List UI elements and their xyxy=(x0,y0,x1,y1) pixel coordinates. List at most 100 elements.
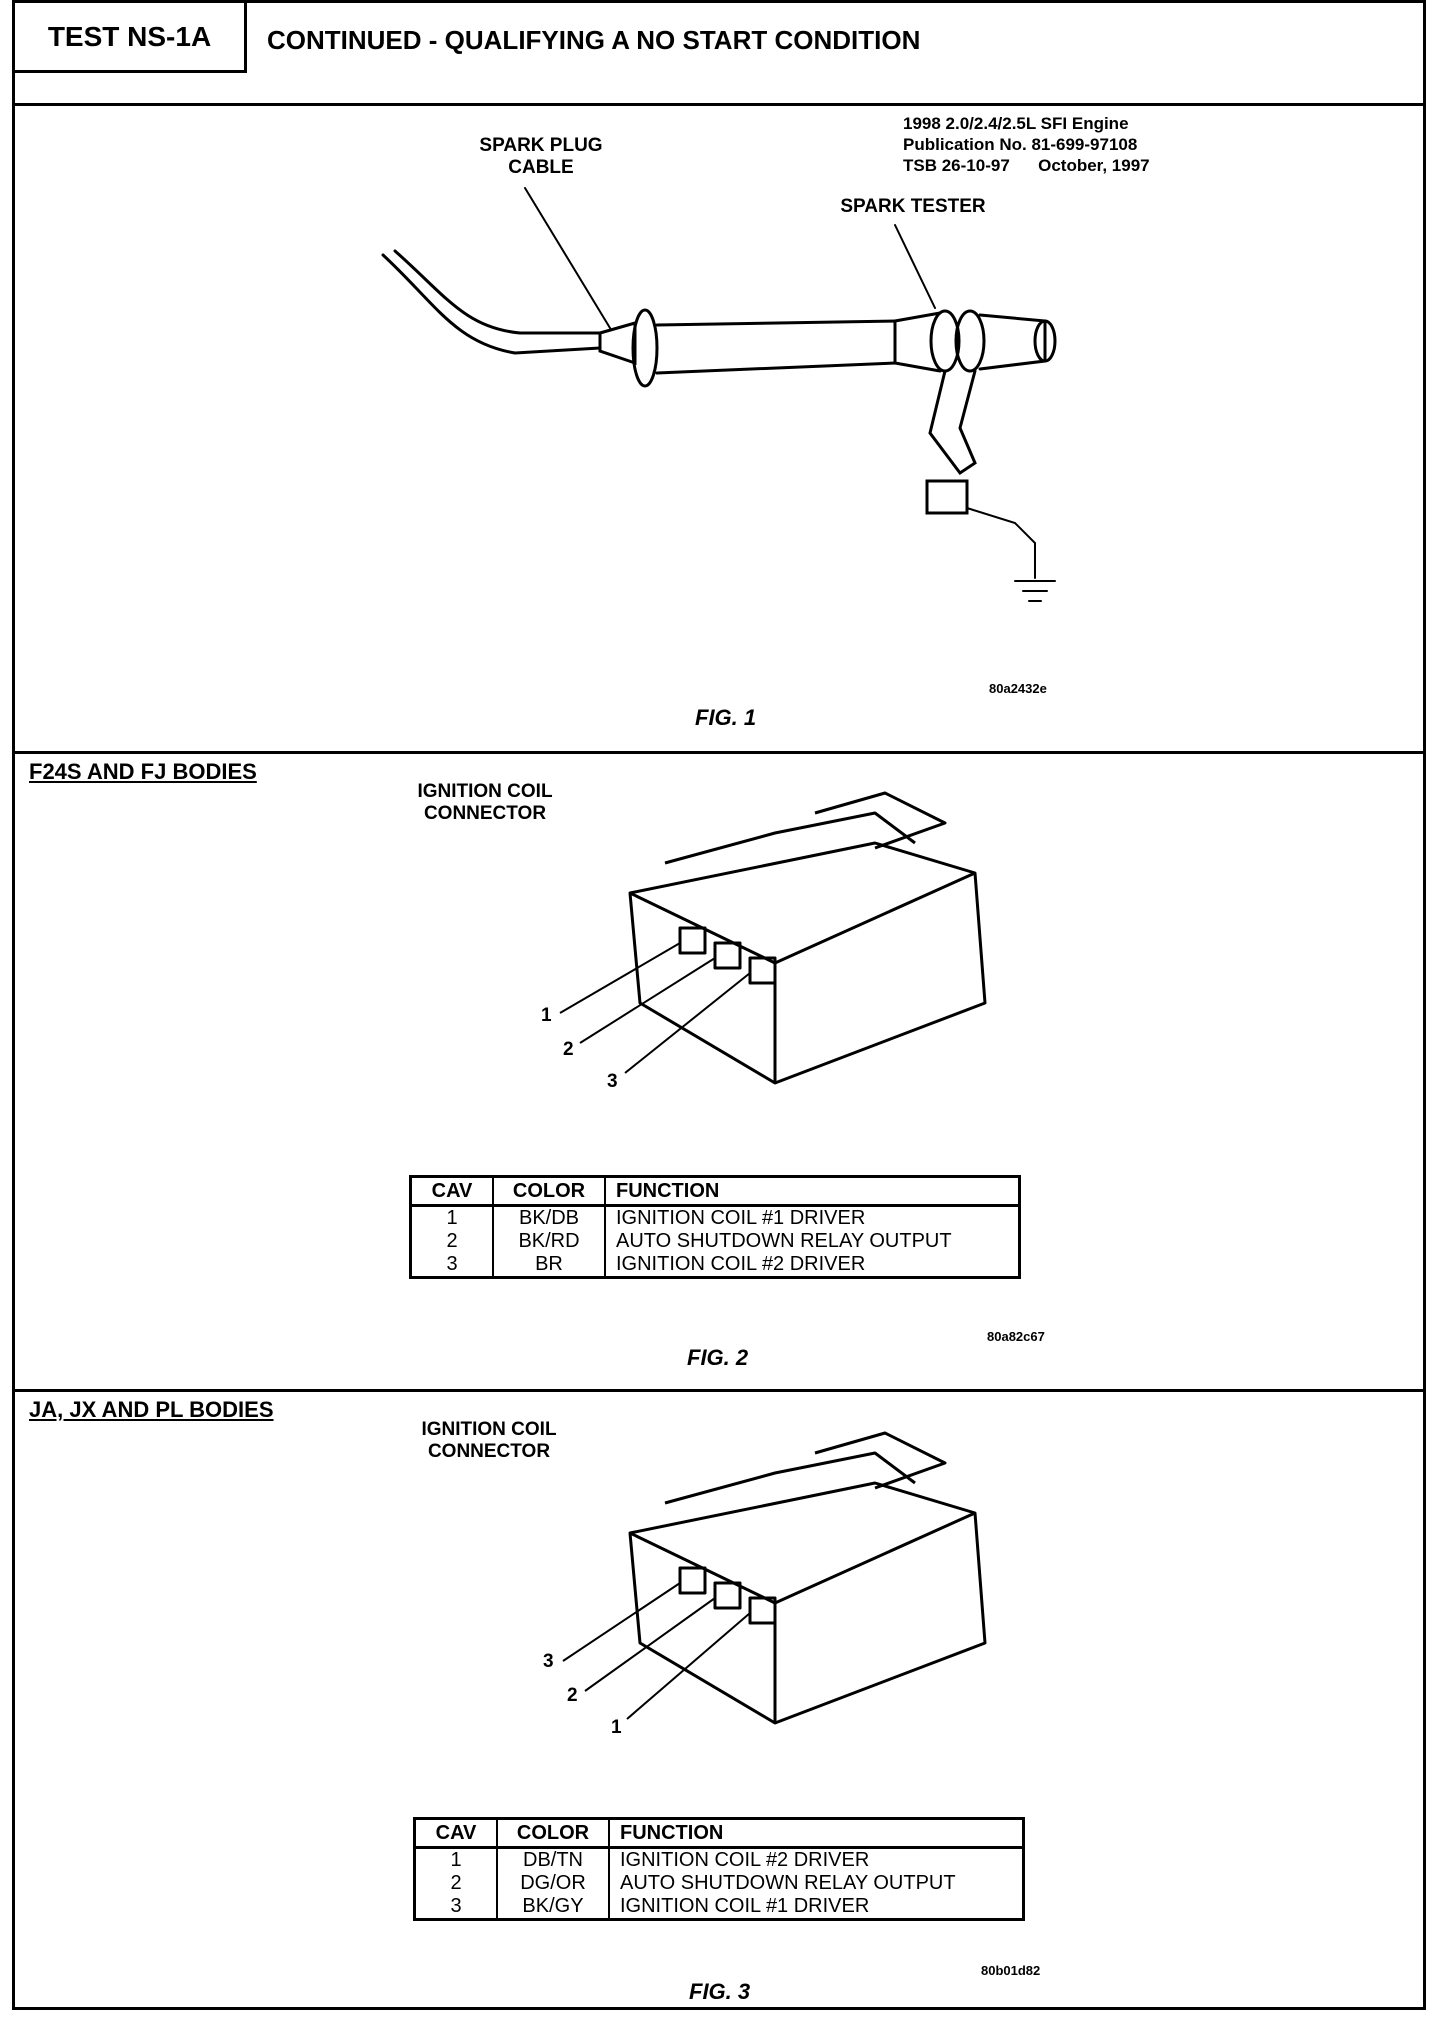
col-color: COLOR xyxy=(496,1817,610,1849)
col-color: COLOR xyxy=(492,1175,606,1207)
connector-latch xyxy=(814,1431,947,1490)
connector-top xyxy=(664,811,916,865)
header: TEST NS-1A CONTINUED - QUALIFYING A NO S… xyxy=(15,3,1423,73)
cell-function: IGNITION COIL #2 DRIVER xyxy=(608,1847,1025,1872)
fig3-connector-label: IGNITION COIL CONNECTOR xyxy=(399,1419,579,1463)
cell-function: AUTO SHUTDOWN RELAY OUTPUT xyxy=(604,1230,1021,1253)
header-divider xyxy=(15,103,1423,106)
fig3-pin-label: 3 xyxy=(543,1651,554,1672)
tester-end xyxy=(1033,319,1057,363)
col-cav: CAV xyxy=(409,1175,494,1207)
table-row: 2 BK/RD AUTO SHUTDOWN RELAY OUTPUT xyxy=(409,1230,1021,1253)
fig3-pin-label: 1 xyxy=(611,1717,622,1738)
fig3-pin-label: 2 xyxy=(567,1685,578,1706)
cell-cav: 3 xyxy=(413,1895,498,1920)
cable-leader-line xyxy=(524,187,611,329)
pin-3-leader xyxy=(624,972,751,1074)
cell-function: IGNITION COIL #1 DRIVER xyxy=(608,1895,1025,1920)
cell-color: BR xyxy=(492,1253,606,1278)
cell-color: BK/DB xyxy=(492,1205,606,1230)
spark-plug-cable-edge xyxy=(393,249,602,335)
cavity-3 xyxy=(678,1566,707,1595)
test-id: TEST NS-1A xyxy=(47,20,212,52)
fig1-image-code: 80a2432e xyxy=(989,681,1047,696)
label-line: CONNECTOR xyxy=(427,1441,551,1462)
table-row: 1 DB/TN IGNITION COIL #2 DRIVER xyxy=(413,1847,1025,1872)
fig3-connector-illustration xyxy=(562,1431,987,1725)
label-line: IGNITION COIL xyxy=(417,781,553,802)
page-title: CONTINUED - QUALIFYING A NO START CONDIT… xyxy=(267,25,921,55)
label-line: CABLE xyxy=(508,157,574,178)
cavity-3 xyxy=(748,956,777,985)
table-row: 1 BK/DB IGNITION COIL #1 DRIVER xyxy=(409,1205,1021,1230)
col-function: FUNCTION xyxy=(608,1817,1025,1849)
fig2-caption: FIG. 2 xyxy=(687,1345,749,1370)
label-line: CONNECTOR xyxy=(423,803,547,824)
page-frame: TEST NS-1A CONTINUED - QUALIFYING A NO S… xyxy=(12,0,1426,2010)
connector-top xyxy=(664,1451,916,1505)
tester-ring-2 xyxy=(954,309,986,373)
table-row: 3 BK/GY IGNITION COIL #1 DRIVER xyxy=(413,1895,1025,1920)
fig2-pin-label: 3 xyxy=(607,1071,618,1092)
fig2-cavity-table: CAV COLOR FUNCTION 1 BK/DB IGNITION COIL… xyxy=(409,1175,1021,1279)
spark-tester-label: SPARK TESTER xyxy=(840,196,986,217)
connector-body xyxy=(628,1481,987,1725)
cell-cav: 1 xyxy=(409,1205,494,1230)
pub-line-engine: 1998 2.0/2.4/2.5L SFI Engine xyxy=(903,114,1129,133)
table-row: 3 BR IGNITION COIL #2 DRIVER xyxy=(409,1253,1021,1278)
fig3-caption: FIG. 3 xyxy=(689,1979,751,2004)
test-id-box: TEST NS-1A xyxy=(15,3,247,73)
fig3-image-code: 80b01d82 xyxy=(981,1963,1041,1978)
table-header-row: CAV COLOR FUNCTION xyxy=(409,1175,1021,1207)
pub-line-tsb: TSB 26-10-97 October, 1997 xyxy=(903,156,1150,175)
cell-function: AUTO SHUTDOWN RELAY OUTPUT xyxy=(608,1872,1025,1895)
boot-body xyxy=(655,319,897,375)
label-line: SPARK PLUG xyxy=(479,135,603,156)
clip-jaw xyxy=(925,479,969,515)
spark-tester-illustration xyxy=(381,187,1057,602)
col-function: FUNCTION xyxy=(604,1175,1021,1207)
ground-wire xyxy=(966,507,1036,579)
fig2-section-title: F24S AND FJ BODIES xyxy=(29,759,257,784)
cavity-1 xyxy=(748,1596,777,1625)
boot-flange xyxy=(631,308,659,388)
spark-plug-cable xyxy=(381,253,602,355)
pin-2-leader xyxy=(579,957,716,1044)
cavity-1 xyxy=(678,926,707,955)
fig1-divider xyxy=(15,751,1423,754)
cell-color: BK/GY xyxy=(496,1895,610,1920)
cavity-2 xyxy=(713,941,742,970)
pin-2-leader xyxy=(584,1597,716,1692)
fig3-cavity-table: CAV COLOR FUNCTION 1 DB/TN IGNITION COIL… xyxy=(413,1817,1025,1921)
fig2-image-code: 80a82c67 xyxy=(987,1329,1045,1344)
fig2-pin-label: 1 xyxy=(541,1005,552,1026)
pin-3-leader xyxy=(562,1582,681,1662)
tester-body xyxy=(978,313,1047,371)
cell-cav: 2 xyxy=(413,1872,498,1895)
cell-color: BK/RD xyxy=(492,1230,606,1253)
fig2-pin-label: 2 xyxy=(563,1039,574,1060)
tester-leader-line xyxy=(894,224,936,309)
pin-1-leader xyxy=(626,1612,751,1720)
connector-body xyxy=(628,841,987,1085)
pub-line-number: Publication No. 81-699-97108 xyxy=(903,135,1138,154)
ground-clip xyxy=(928,369,977,476)
cavity-2 xyxy=(713,1581,742,1610)
cell-cav: 3 xyxy=(409,1253,494,1278)
cell-cav: 2 xyxy=(409,1230,494,1253)
spark-plug-cable-label: SPARK PLUG CABLE xyxy=(451,135,631,179)
publication-info: 1998 2.0/2.4/2.5L SFI Engine Publication… xyxy=(903,113,1150,176)
table-header-row: CAV COLOR FUNCTION xyxy=(413,1817,1025,1849)
col-cav: CAV xyxy=(413,1817,498,1849)
cell-color: DG/OR xyxy=(496,1872,610,1895)
connector-latch xyxy=(814,791,947,850)
cell-color: DB/TN xyxy=(496,1847,610,1872)
fig2-divider xyxy=(15,1389,1423,1392)
fig1-caption: FIG. 1 xyxy=(695,705,757,730)
pin-1-leader xyxy=(559,942,681,1014)
label-line: IGNITION COIL xyxy=(421,1419,557,1440)
cell-function: IGNITION COIL #2 DRIVER xyxy=(604,1253,1021,1278)
fig2-connector-illustration xyxy=(559,791,987,1085)
cell-function: IGNITION COIL #1 DRIVER xyxy=(604,1205,1021,1230)
fig2-connector-label: IGNITION COIL CONNECTOR xyxy=(395,781,575,825)
